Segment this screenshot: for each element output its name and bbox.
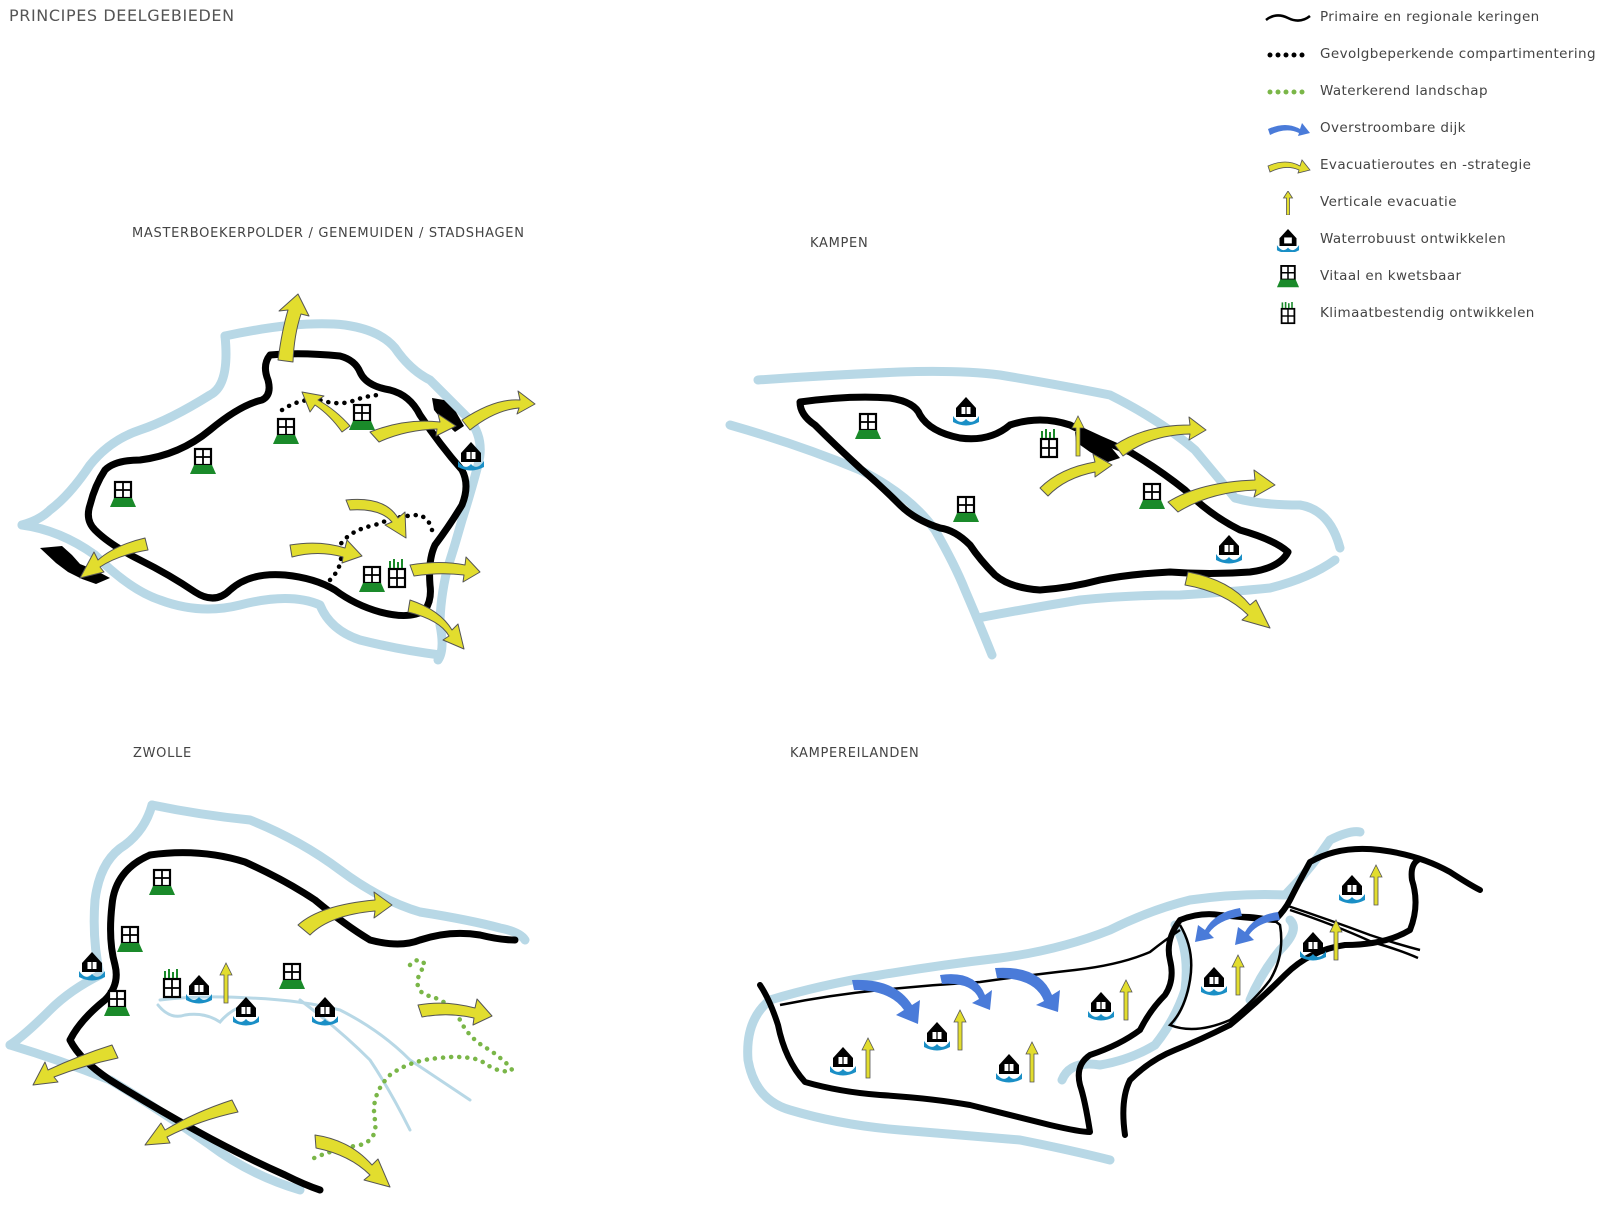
compartment-line-2 xyxy=(327,512,435,583)
legend-label: Gevolgbeperkende compartimentering xyxy=(1320,46,1596,62)
region-title-kampereilanden: KAMPEREILANDEN xyxy=(790,746,920,761)
primary-dike-zwolle-west xyxy=(66,851,324,1194)
regional-dike-2 xyxy=(1167,913,1283,1031)
regional-dike-1 xyxy=(779,928,1181,1007)
dike-block-kampen xyxy=(1075,432,1120,462)
legend: Primaire en regionale keringen Gevolgbep… xyxy=(1264,6,1596,339)
green-dotted-line-icon xyxy=(1267,89,1305,95)
region-kampen xyxy=(725,366,1345,660)
dike-kampereilanden-inner xyxy=(1120,857,1421,1138)
legend-item-evacuation: Evacuatieroutes en -strategie xyxy=(1264,154,1596,191)
legend-label: Waterrobuust ontwikkelen xyxy=(1320,231,1507,247)
legend-label: Primaire en regionale keringen xyxy=(1320,9,1540,25)
blue-arrow-icon xyxy=(1268,123,1310,136)
region-title-mastenbroek: MASTERBOEKERPOLDER / GENEMUIDEN / STADSH… xyxy=(132,226,525,241)
legend-item-landscape: Waterkerend landschap xyxy=(1264,80,1596,117)
evacuation-arrows xyxy=(79,293,536,650)
legend-item-climate: Klimaatbestendig ontwikkelen xyxy=(1264,302,1596,339)
primary-dike-mastenbroek xyxy=(84,350,470,619)
region-title-zwolle: ZWOLLE xyxy=(133,746,192,761)
water-house-icon xyxy=(1276,228,1300,252)
vital-building-icon xyxy=(1276,265,1300,288)
legend-item-vertical: Verticale evacuatie xyxy=(1264,191,1596,228)
compartment-line-1 xyxy=(279,392,381,413)
primary-dike-kampen xyxy=(796,393,1292,594)
dike-block-east xyxy=(432,398,464,432)
overflow-arrows xyxy=(852,908,1280,1024)
black-dotted-line-icon xyxy=(1267,52,1305,58)
evacuation-arrows xyxy=(1039,416,1276,629)
legend-label: Evacuatieroutes en -strategie xyxy=(1320,157,1532,173)
legend-label: Overstroombare dijk xyxy=(1320,120,1466,136)
primary-dike-kampereilanden xyxy=(757,845,1483,1135)
evacuation-arrows xyxy=(32,891,493,1188)
climate-building-icon xyxy=(1280,302,1296,325)
yellow-arrow-icon xyxy=(1267,159,1311,174)
legend-item-compartment: Gevolgbeperkende compartimentering xyxy=(1264,43,1596,80)
legend-item-primary-dike: Primaire en regionale keringen xyxy=(1264,6,1596,43)
region-mastenbroek xyxy=(17,293,536,665)
legend-item-water-house: Waterrobuust ontwikkelen xyxy=(1264,228,1596,265)
region-kampereilanden xyxy=(743,827,1483,1165)
region-title-kampen: KAMPEN xyxy=(810,236,869,251)
primary-dike-zwolle-north xyxy=(146,849,519,948)
primary-dike-line-icon xyxy=(1265,14,1311,22)
legend-label: Vitaal en kwetsbaar xyxy=(1320,268,1462,284)
regional-dike-4 xyxy=(1289,908,1419,960)
regional-dike-3 xyxy=(1284,903,1421,952)
legend-item-vital: Vitaal en kwetsbaar xyxy=(1264,265,1596,302)
vertical-arrow-icon xyxy=(1282,191,1294,215)
green-landscape-line xyxy=(307,957,515,1163)
legend-label: Waterkerend landschap xyxy=(1320,83,1488,99)
page-title: PRINCIPES DEELGEBIEDEN xyxy=(9,6,235,25)
region-zwolle xyxy=(5,800,530,1195)
legend-label: Verticale evacuatie xyxy=(1320,194,1457,210)
legend-label: Klimaatbestendig ontwikkelen xyxy=(1320,305,1535,321)
legend-item-overflow-dike: Overstroombare dijk xyxy=(1264,117,1596,154)
